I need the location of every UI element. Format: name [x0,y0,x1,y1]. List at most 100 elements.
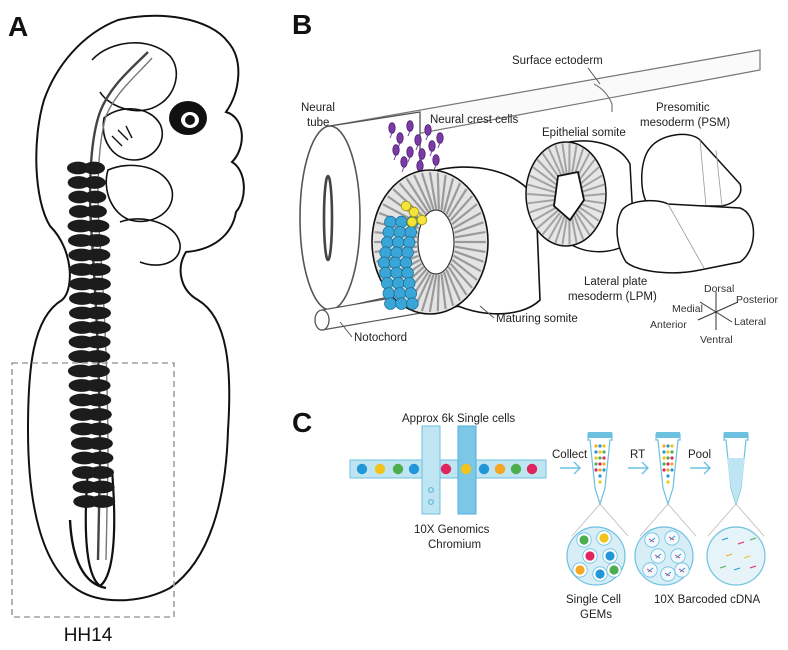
neural-tube-label-2: tube [307,117,329,129]
blue-cell [405,288,417,300]
tube-droplet [666,480,669,483]
somite-right [86,423,112,436]
tube-droplet [662,444,665,447]
blue-cell [392,237,404,249]
maturing-somite [372,167,540,314]
neural-crest-cell [393,145,399,156]
axis-posterior: Posterior [736,294,779,306]
gem-cell [599,533,608,542]
blue-cell [380,267,392,279]
somite-right [83,162,105,175]
blue-cell [385,216,397,228]
neural-crest-tail [430,151,432,156]
gems-label-2: GEMs [580,609,612,621]
blue-cell [391,247,403,259]
panel-a: A HH14 [8,11,244,646]
lpm-label-2: mesoderm (LPM) [568,291,657,303]
surface-ectoderm-label: Surface ectoderm [512,55,603,67]
blue-cell [380,247,392,259]
somite-right [85,205,107,218]
gem-cell [595,569,604,578]
arrow-pool-icon [690,462,710,474]
neural-crest-cell [429,141,435,152]
blue-cell [407,298,419,310]
somite-right [89,495,115,508]
notochord-face [315,310,329,330]
tube-droplet [594,462,597,465]
somite-right [84,365,110,378]
tube-droplet [670,450,673,453]
axis-anterior: Anterior [650,319,687,331]
blue-cell [403,277,415,289]
panel-c-letter: C [292,407,312,438]
tube-droplet [666,450,669,453]
somite-right [85,379,111,392]
tube-droplet [670,468,673,471]
tube-droplet [670,456,673,459]
tube-pool [724,432,748,504]
tube-droplet [666,444,669,447]
somite-right [89,481,115,494]
tube-droplet [594,468,597,471]
somite-right [85,336,111,349]
notochord-label: Notochord [354,332,407,344]
tube-droplet [594,456,597,459]
somite-right [87,437,113,450]
tube-droplet [602,468,605,471]
blue-cell [402,267,414,279]
somite-right [85,292,111,305]
stage-label: HH14 [64,625,113,646]
tube-droplet [666,468,669,471]
arrow-collect-icon [560,462,580,474]
neural-tube-lumen [324,176,332,260]
blue-cell [385,298,397,310]
tube-droplet [598,480,601,483]
somite-right [84,191,106,204]
blue-cell [394,288,406,300]
radial-cell [438,276,439,311]
maturing-somite-label: Maturing somite [496,313,578,325]
tube-rt [656,432,680,504]
somite-right [84,176,106,189]
gems-label-1: Single Cell [566,594,621,606]
pool-circle [707,527,765,585]
neural-crest-cell [407,121,413,132]
chip-cell [527,464,537,474]
blue-cell [394,226,406,238]
tube-droplet [602,462,605,465]
blue-cell [383,226,395,238]
psm-block [642,134,741,206]
gem-cell [585,551,594,560]
blue-cell [378,257,390,269]
panel-c: C Approx 6k Single cells 10X Genomics Ch… [292,407,765,621]
gem-cell [609,565,618,574]
tube-droplet [602,444,605,447]
blue-cell [402,247,414,259]
chip-cell [441,464,451,474]
neural-crest-label: Neural crest cells [430,114,518,126]
tube-droplet [662,456,665,459]
step-pool: Pool [688,449,711,461]
lpm-block [617,201,753,273]
chip-channel-vertical-1 [422,426,440,514]
orientation-compass: Dorsal Ventral Medial Lateral Anterior P… [650,283,779,346]
step-collect: Collect [552,449,588,461]
neural-crest-cell [433,155,439,166]
neural-crest-cell [389,123,395,134]
somite-right [84,234,110,247]
tube-droplet [594,450,597,453]
neural-crest-tail [438,143,440,148]
yellow-cell [407,217,417,227]
barcoded-label: 10X Barcoded cDNA [654,594,760,606]
psm-label-1: Presomitic [656,102,710,114]
somite-right [88,466,114,479]
somite-right [84,350,110,363]
chip-cell [511,464,521,474]
yellow-cell [409,207,419,217]
chromium-label-2: Chromium [428,539,481,551]
tube-droplet [598,450,601,453]
neural-tube-label-1: Neural [301,102,335,114]
blue-cell [405,226,417,238]
tube-gems [588,432,612,504]
